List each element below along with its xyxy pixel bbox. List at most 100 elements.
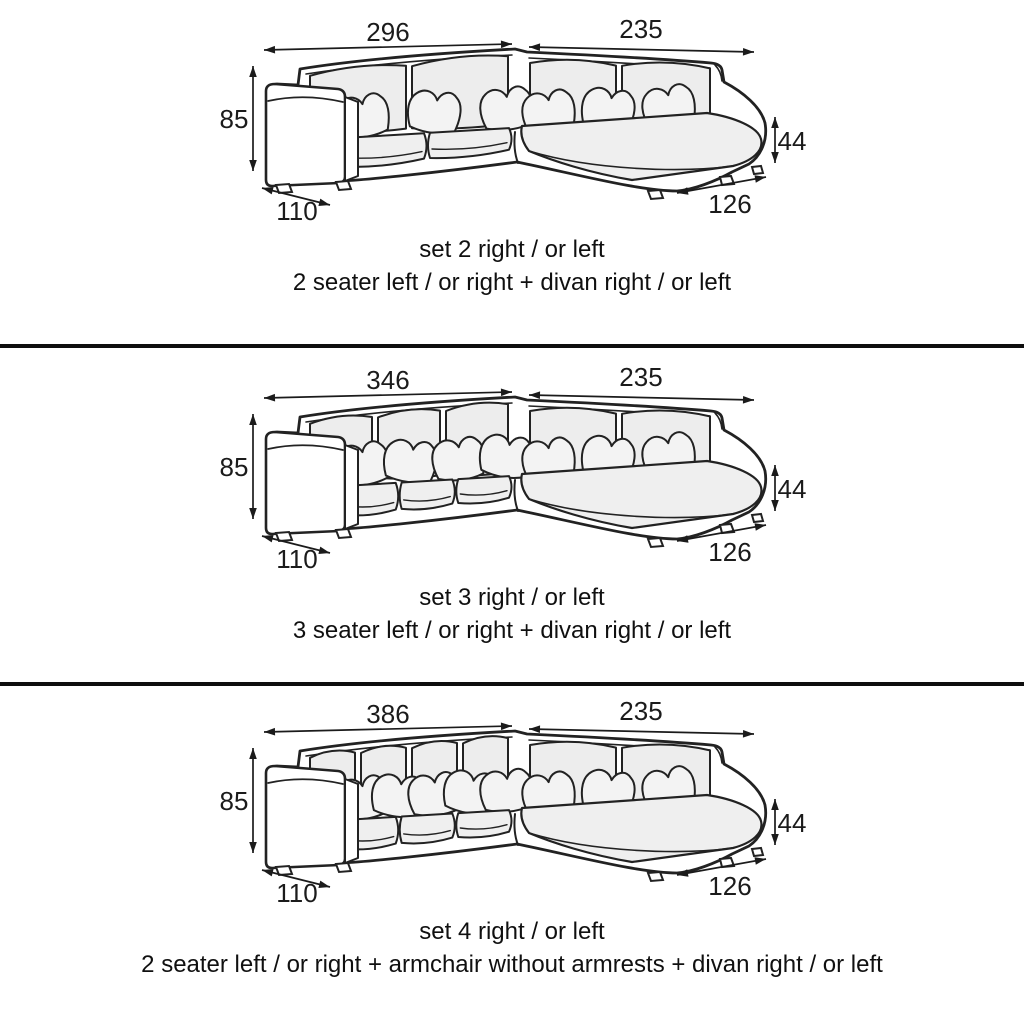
arrowhead (677, 869, 689, 877)
dimension-arrow (263, 725, 513, 733)
sofa-seam-line (714, 64, 723, 82)
scatter-pillow (431, 435, 486, 482)
dim-body-depth-label: 110 (276, 878, 317, 908)
armrest-side (344, 778, 359, 864)
sofa-foot (646, 536, 665, 549)
armrest-side (344, 444, 359, 530)
arrowhead (264, 393, 276, 402)
sofa-seam-line (459, 490, 508, 496)
sofa-seam-line (267, 444, 344, 451)
sofa-art (249, 40, 779, 206)
sofa-seam-line (528, 150, 734, 171)
arrowhead (742, 48, 754, 56)
sofa-seam-line (513, 813, 519, 846)
set-description: 3 seater left / or right + divan right /… (292, 617, 732, 644)
dim-seat-height-label: 44 (778, 808, 807, 838)
dimension-arrow (676, 858, 767, 876)
arrowhead (771, 799, 779, 810)
set-description: 2 seater left / or right + divan right /… (292, 269, 732, 296)
dim-body-depth-label: 110 (276, 544, 317, 574)
sofa-foot (334, 179, 353, 192)
dim-divan-depth-label: 126 (708, 189, 751, 219)
arrowhead (249, 414, 257, 425)
sofa-seam-line (513, 479, 519, 512)
arrowhead (771, 465, 779, 476)
arrowhead (264, 727, 276, 736)
dim-divan-width-label: 235 (619, 362, 662, 392)
arrowhead (771, 500, 779, 511)
arrowhead (500, 388, 512, 397)
arrowhead (742, 396, 754, 404)
set-title: set 2 right / or left (419, 236, 605, 263)
arrowhead (677, 187, 689, 195)
dimension-arrow (263, 391, 513, 399)
sofa-seam-line (267, 778, 344, 785)
set-title: set 3 right / or left (419, 584, 605, 611)
arrowhead (500, 722, 512, 731)
arrowhead (262, 869, 274, 877)
dim-divan-width-label: 235 (619, 696, 662, 726)
sofa-seam-line (267, 96, 344, 103)
dim-divan-width-label: 235 (619, 14, 662, 44)
set-title: set 4 right / or left (419, 918, 605, 945)
dim-body-width-label: 296 (366, 17, 409, 47)
section-set-3: 346 235 85 44 110 126 set 3 right / or l… (0, 344, 1024, 682)
armrest-side (344, 96, 359, 182)
sofa-foot (750, 164, 765, 176)
arrowhead (529, 725, 541, 733)
sofa-seam-line (513, 131, 519, 164)
dim-seat-height-label: 44 (778, 126, 807, 156)
dimension-arrow (261, 187, 331, 206)
seat-cushion (455, 809, 513, 839)
dim-body-width-label: 386 (366, 699, 409, 729)
dimension-labels: 386 235 85 44 110 126 (220, 696, 807, 908)
sofa-foot (274, 182, 294, 195)
scatter-pillow (407, 89, 462, 135)
arrowhead (262, 187, 274, 195)
dim-body-depth-label: 110 (276, 196, 317, 226)
arrowhead (249, 842, 257, 853)
arrowhead (249, 748, 257, 759)
sofa-seam-line (459, 824, 508, 830)
section-set-2: 296 235 85 44 110 126 set 2 right / or l… (0, 0, 1024, 344)
arrowhead (771, 834, 779, 845)
sofa-foot (334, 861, 353, 874)
sofa-art (249, 388, 779, 554)
arrowhead (742, 730, 754, 738)
arrowhead (500, 40, 512, 49)
arrowhead (249, 160, 257, 171)
dim-divan-depth-label: 126 (708, 537, 751, 567)
arrowhead (529, 391, 541, 399)
dimension-arrow (261, 869, 331, 888)
arrowhead (771, 117, 779, 128)
arrowhead (529, 43, 541, 51)
dim-divan-depth-label: 126 (708, 871, 751, 901)
section-set-4: 386 235 85 44 110 126 set 4 right / or l… (0, 682, 1024, 1024)
arrowhead (318, 546, 330, 554)
seat-cushion (455, 475, 513, 505)
sofa-foot (334, 527, 353, 540)
dimension-labels: 296 235 85 44 110 126 (220, 14, 807, 226)
arrowhead (264, 45, 276, 54)
sofa-line-drawing-set-4: 386 235 85 44 110 126 (220, 696, 807, 908)
sofa-line-drawing-set-2: 296 235 85 44 110 126 (220, 14, 807, 226)
arrowhead (677, 535, 689, 543)
arrowhead (318, 198, 330, 206)
figure-set-3: 346 235 85 44 110 126 (212, 362, 812, 577)
sofa-seam-line (528, 832, 734, 853)
dimension-arrow (528, 394, 755, 401)
dim-seat-height-label: 44 (778, 474, 807, 504)
sofa-line-drawing-set-3: 346 235 85 44 110 126 (220, 362, 807, 574)
arrowhead (262, 535, 274, 543)
sofa-seam-line (403, 829, 451, 836)
scatter-pillow (383, 438, 438, 484)
figure-set-2: 296 235 85 44 110 126 (212, 14, 812, 229)
dimension-arrow (676, 176, 767, 194)
sofa-seam-line (528, 498, 734, 519)
dim-back-height-label: 85 (220, 104, 249, 134)
dimension-arrow (528, 46, 755, 53)
dimension-labels: 346 235 85 44 110 126 (220, 362, 807, 574)
sofa-seam-line (403, 495, 451, 502)
sofa-foot (274, 530, 294, 543)
